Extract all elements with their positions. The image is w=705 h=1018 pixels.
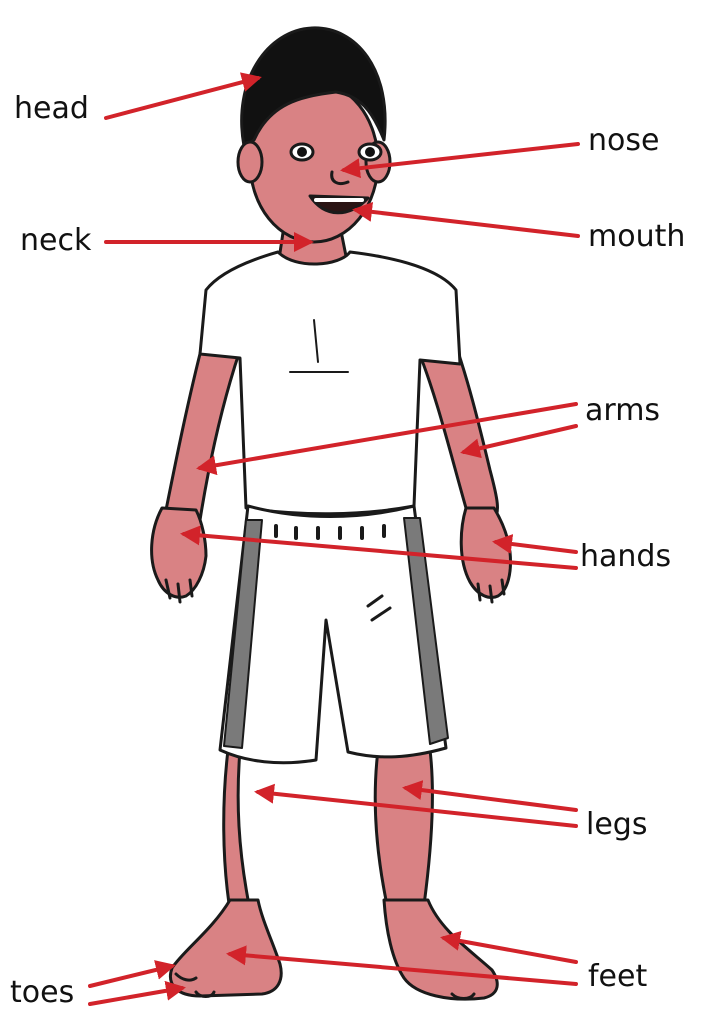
label-hands: hands (580, 542, 671, 572)
label-legs: legs (586, 810, 647, 840)
arrow-head (106, 78, 258, 118)
label-mouth: mouth (588, 222, 685, 252)
label-toes: toes (10, 978, 74, 1008)
label-feet: feet (588, 962, 647, 992)
arrow-mouth (356, 210, 578, 236)
arrow-toes-bottom (90, 988, 182, 1004)
left-foot (170, 900, 281, 996)
left-arm (163, 338, 240, 530)
label-neck: neck (20, 226, 91, 256)
label-head: head (14, 94, 89, 124)
label-arms: arms (585, 396, 660, 426)
t-shirt (200, 252, 460, 514)
arrow-toes-top (90, 966, 172, 986)
right-foot (384, 900, 497, 999)
label-nose: nose (588, 126, 659, 156)
